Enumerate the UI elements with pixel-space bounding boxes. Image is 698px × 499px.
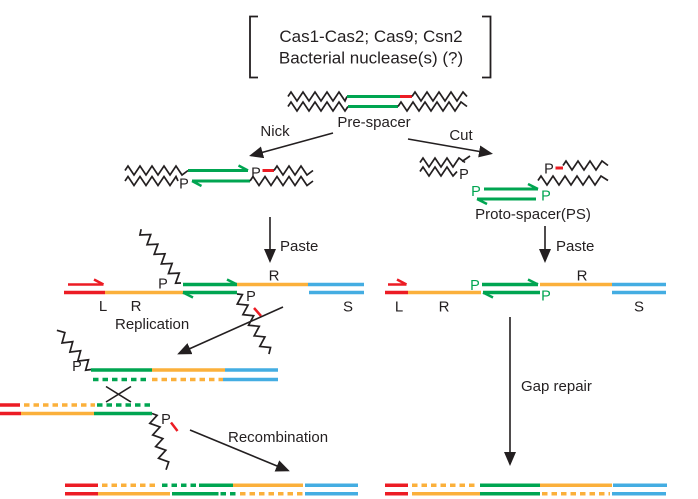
phosphate-label: P bbox=[161, 412, 171, 428]
phosphate-label-green: P bbox=[471, 184, 481, 200]
nick-branch: Nick bbox=[249, 123, 334, 159]
displaced-flap-zigzag bbox=[138, 228, 182, 285]
final-product-right bbox=[385, 483, 667, 496]
phosphate-label: P bbox=[251, 166, 261, 182]
strand-3prime-barb bbox=[191, 179, 203, 188]
crossover-stroke bbox=[105, 385, 132, 403]
flank-dna-zigzag bbox=[249, 174, 314, 188]
leader-arrow-barb bbox=[396, 278, 408, 286]
pre-spacer-molecule: Pre-spacer bbox=[287, 90, 468, 131]
phosphate-label: P bbox=[72, 359, 82, 375]
enzyme-list-line1: Cas1-Cas2; Cas9; Csn2 bbox=[279, 27, 462, 46]
displaced-flap-zigzag bbox=[148, 412, 170, 471]
integration-right: P P L R R S bbox=[385, 268, 666, 316]
cut-arrow bbox=[407, 138, 493, 158]
flank-dna-zigzag bbox=[562, 159, 609, 172]
enzyme-box: Cas1-Cas2; Cas9; Csn2 Bacterial nuclease… bbox=[249, 15, 492, 79]
recombination-arrow bbox=[189, 429, 290, 472]
gap-repair-step: Gap repair bbox=[504, 317, 592, 466]
displaced-flap-zigzag bbox=[56, 329, 92, 372]
phosphate-label-green: P bbox=[470, 278, 480, 294]
flank-end-tick bbox=[461, 155, 471, 163]
nick-label: Nick bbox=[260, 123, 290, 140]
proto-spacer-duplex: P P Proto-spacer(PS) bbox=[471, 182, 591, 223]
flank-dna-zigzag bbox=[287, 90, 348, 103]
phosphate-label: P bbox=[544, 162, 554, 178]
repeat-label: R bbox=[439, 299, 450, 316]
flank-dna-zigzag bbox=[124, 174, 179, 188]
leader-arrow-barb bbox=[93, 278, 105, 286]
phosphate-label: P bbox=[246, 289, 256, 305]
paste-step-left: Paste bbox=[264, 217, 318, 263]
strand-3prime-barb bbox=[527, 278, 539, 286]
replication-step: Replication bbox=[115, 306, 284, 355]
right-bracket bbox=[482, 15, 492, 79]
red-tag-on-flap bbox=[170, 421, 179, 432]
leader-label: L bbox=[99, 298, 107, 315]
flank-dna-zigzag bbox=[411, 90, 468, 103]
paste-label: Paste bbox=[280, 238, 318, 255]
phosphate-label-green: P bbox=[541, 189, 551, 205]
nick-arrow bbox=[249, 132, 334, 159]
flank-dna-zigzag bbox=[124, 164, 189, 177]
flank-dna-zigzag bbox=[419, 156, 466, 169]
final-product-left bbox=[65, 483, 358, 496]
repeat-label: R bbox=[577, 268, 588, 285]
red-tag-on-flap bbox=[253, 307, 262, 317]
strand-3prime-barb bbox=[237, 164, 249, 172]
repeat-label: R bbox=[269, 268, 280, 285]
spacer-label: S bbox=[634, 299, 644, 316]
leader-label: L bbox=[395, 299, 403, 316]
displaced-flap-zigzag bbox=[235, 293, 272, 355]
spacer-label: S bbox=[343, 299, 353, 316]
crossover-x bbox=[105, 385, 132, 403]
flank-dna-zigzag bbox=[397, 100, 468, 113]
cut-branch: Cut bbox=[407, 127, 493, 158]
flank-dna-zigzag bbox=[273, 164, 314, 177]
left-bracket bbox=[249, 15, 258, 79]
strand-3prime-barb bbox=[482, 291, 494, 299]
strand-3prime-barb bbox=[182, 291, 194, 299]
phosphate-label: P bbox=[459, 167, 469, 183]
proto-spacer-label: Proto-spacer(PS) bbox=[475, 206, 591, 223]
phosphate-label-green: P bbox=[541, 289, 551, 305]
recombination-step: Recombination bbox=[189, 429, 328, 472]
strand-3prime-barb bbox=[476, 197, 488, 206]
gap-repair-label: Gap repair bbox=[521, 378, 592, 395]
phosphate-label: P bbox=[158, 277, 168, 293]
replication-label: Replication bbox=[115, 316, 189, 333]
flank-dna-zigzag bbox=[287, 100, 349, 113]
nicked-pre-spacer: P P bbox=[124, 164, 314, 193]
strand-3prime-barb bbox=[226, 278, 238, 286]
flank-dna-zigzag bbox=[419, 165, 458, 178]
repeat-label: R bbox=[131, 298, 142, 315]
enzyme-list-line2: Bacterial nuclease(s) (?) bbox=[279, 49, 463, 68]
paste-label: Paste bbox=[556, 238, 594, 255]
cut-label: Cut bbox=[449, 127, 473, 144]
replication-arrow bbox=[177, 306, 284, 355]
recombination-label: Recombination bbox=[228, 429, 328, 446]
paste-step-right: Paste bbox=[539, 226, 594, 263]
recombination-intermediate: P bbox=[0, 403, 179, 471]
phosphate-label: P bbox=[179, 177, 189, 193]
replication-product: P bbox=[56, 329, 278, 382]
pre-spacer-label: Pre-spacer bbox=[337, 114, 410, 131]
integration-left: P P L R R S bbox=[64, 228, 364, 355]
cut-products: P P P P Proto-spacer(PS) bbox=[419, 155, 609, 223]
strand-3prime-barb bbox=[527, 182, 539, 191]
flank-dna-zigzag bbox=[537, 174, 609, 187]
